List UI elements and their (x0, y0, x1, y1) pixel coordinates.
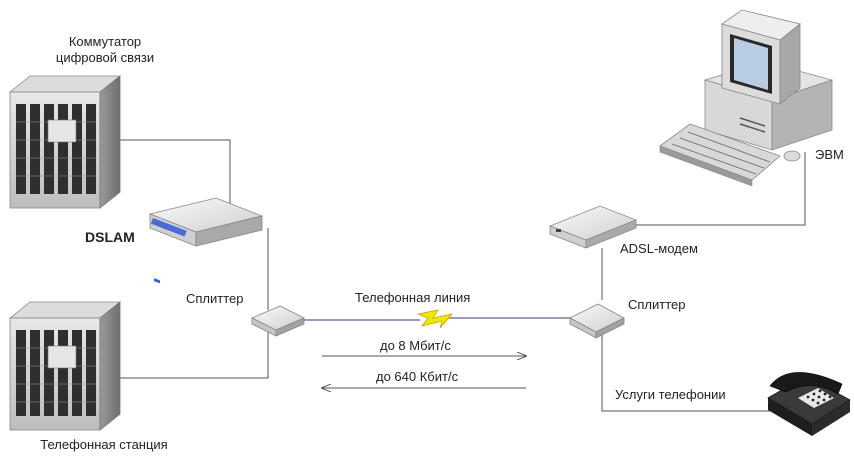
computer-icon (659, 9, 834, 187)
connection-lines (75, 139, 806, 412)
exchange-label: Телефонная станция (40, 437, 168, 452)
upstream-label: до 640 Кбит/с (376, 369, 459, 384)
dslam-icon (148, 197, 264, 284)
lightning-icon (416, 309, 454, 329)
dslam-label: DSLAM (85, 229, 135, 245)
switch-server-icon (8, 75, 122, 209)
telephone-icon (767, 372, 851, 436)
switch-label-line1: Коммутатор (68, 34, 142, 49)
telephony-label: Услуги телефонии (615, 387, 726, 402)
splitter-right-icon (569, 303, 625, 339)
splitter-left-label: Сплиттер (186, 291, 244, 306)
splitter-right-label: Сплиттер (628, 297, 686, 312)
exchange-server-icon (8, 301, 122, 431)
splitter-left-icon (251, 305, 305, 337)
switch-to-dslam-line (75, 139, 231, 205)
downstream-label: до 8 Мбит/с (380, 338, 451, 353)
modem-to-computer-line (595, 152, 806, 226)
splitter-to-phone-line (601, 332, 790, 412)
phone-line-label: Телефонная линия (355, 290, 471, 305)
telephone-line (300, 309, 575, 329)
computer-label: ЭВМ (815, 147, 844, 162)
switch-label-line2: цифровой связи (55, 50, 155, 65)
splitter-to-exchange-line (120, 325, 269, 379)
modem-label: ADSL-модем (620, 241, 698, 256)
adsl-modem-icon (548, 205, 638, 249)
